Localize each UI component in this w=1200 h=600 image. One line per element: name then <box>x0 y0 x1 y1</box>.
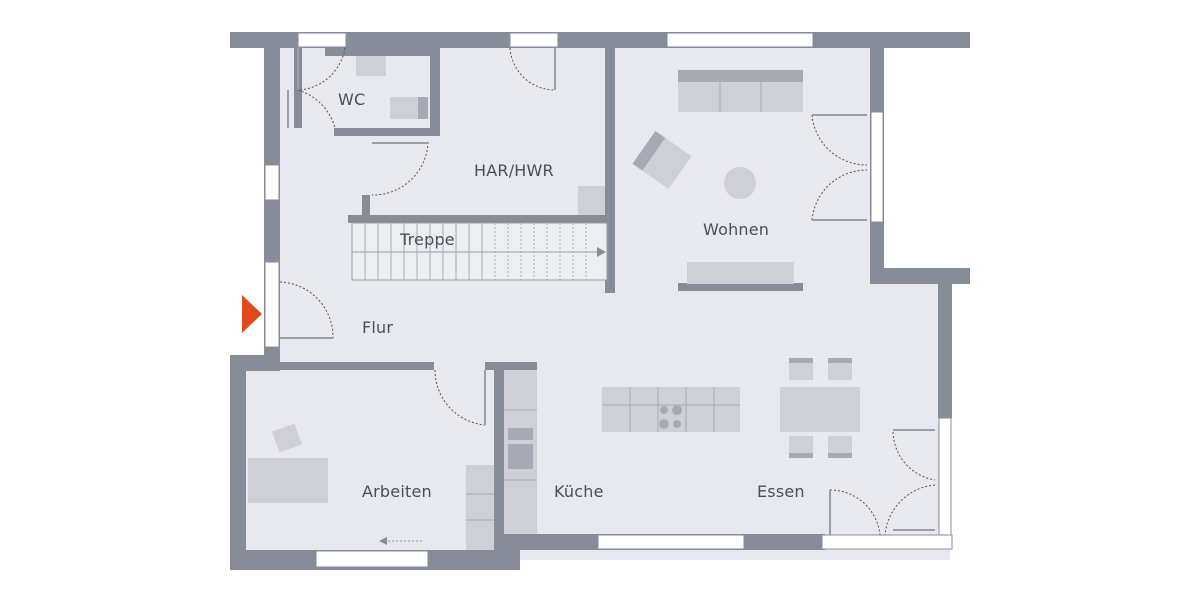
room-label-flur: Flur <box>362 318 394 337</box>
furniture <box>248 56 860 550</box>
room-label-wc: WC <box>338 90 366 109</box>
stairs <box>351 222 608 281</box>
sink-oven-icon <box>508 428 533 469</box>
door-leaves <box>280 48 935 535</box>
room-label-essen: Essen <box>757 482 805 501</box>
chair-backs <box>789 358 852 458</box>
stair-treads-upper <box>494 223 587 280</box>
room-label-treppe: Treppe <box>400 230 455 249</box>
room-label-kueche: Küche <box>554 482 604 501</box>
windows <box>264 32 953 568</box>
room-label-har-hwr: HAR/HWR <box>474 161 554 180</box>
furniture-details <box>466 82 762 521</box>
stairs-arrow-icon <box>597 247 606 257</box>
window-direction-arrow-icon <box>379 537 387 545</box>
cooktop-icon <box>659 405 682 429</box>
entrance-arrow-icon <box>242 295 262 333</box>
room-label-arbeiten: Arbeiten <box>362 482 432 501</box>
door-swings <box>279 47 936 536</box>
room-label-wohnen: Wohnen <box>703 220 770 239</box>
stair-treads <box>364 223 483 280</box>
